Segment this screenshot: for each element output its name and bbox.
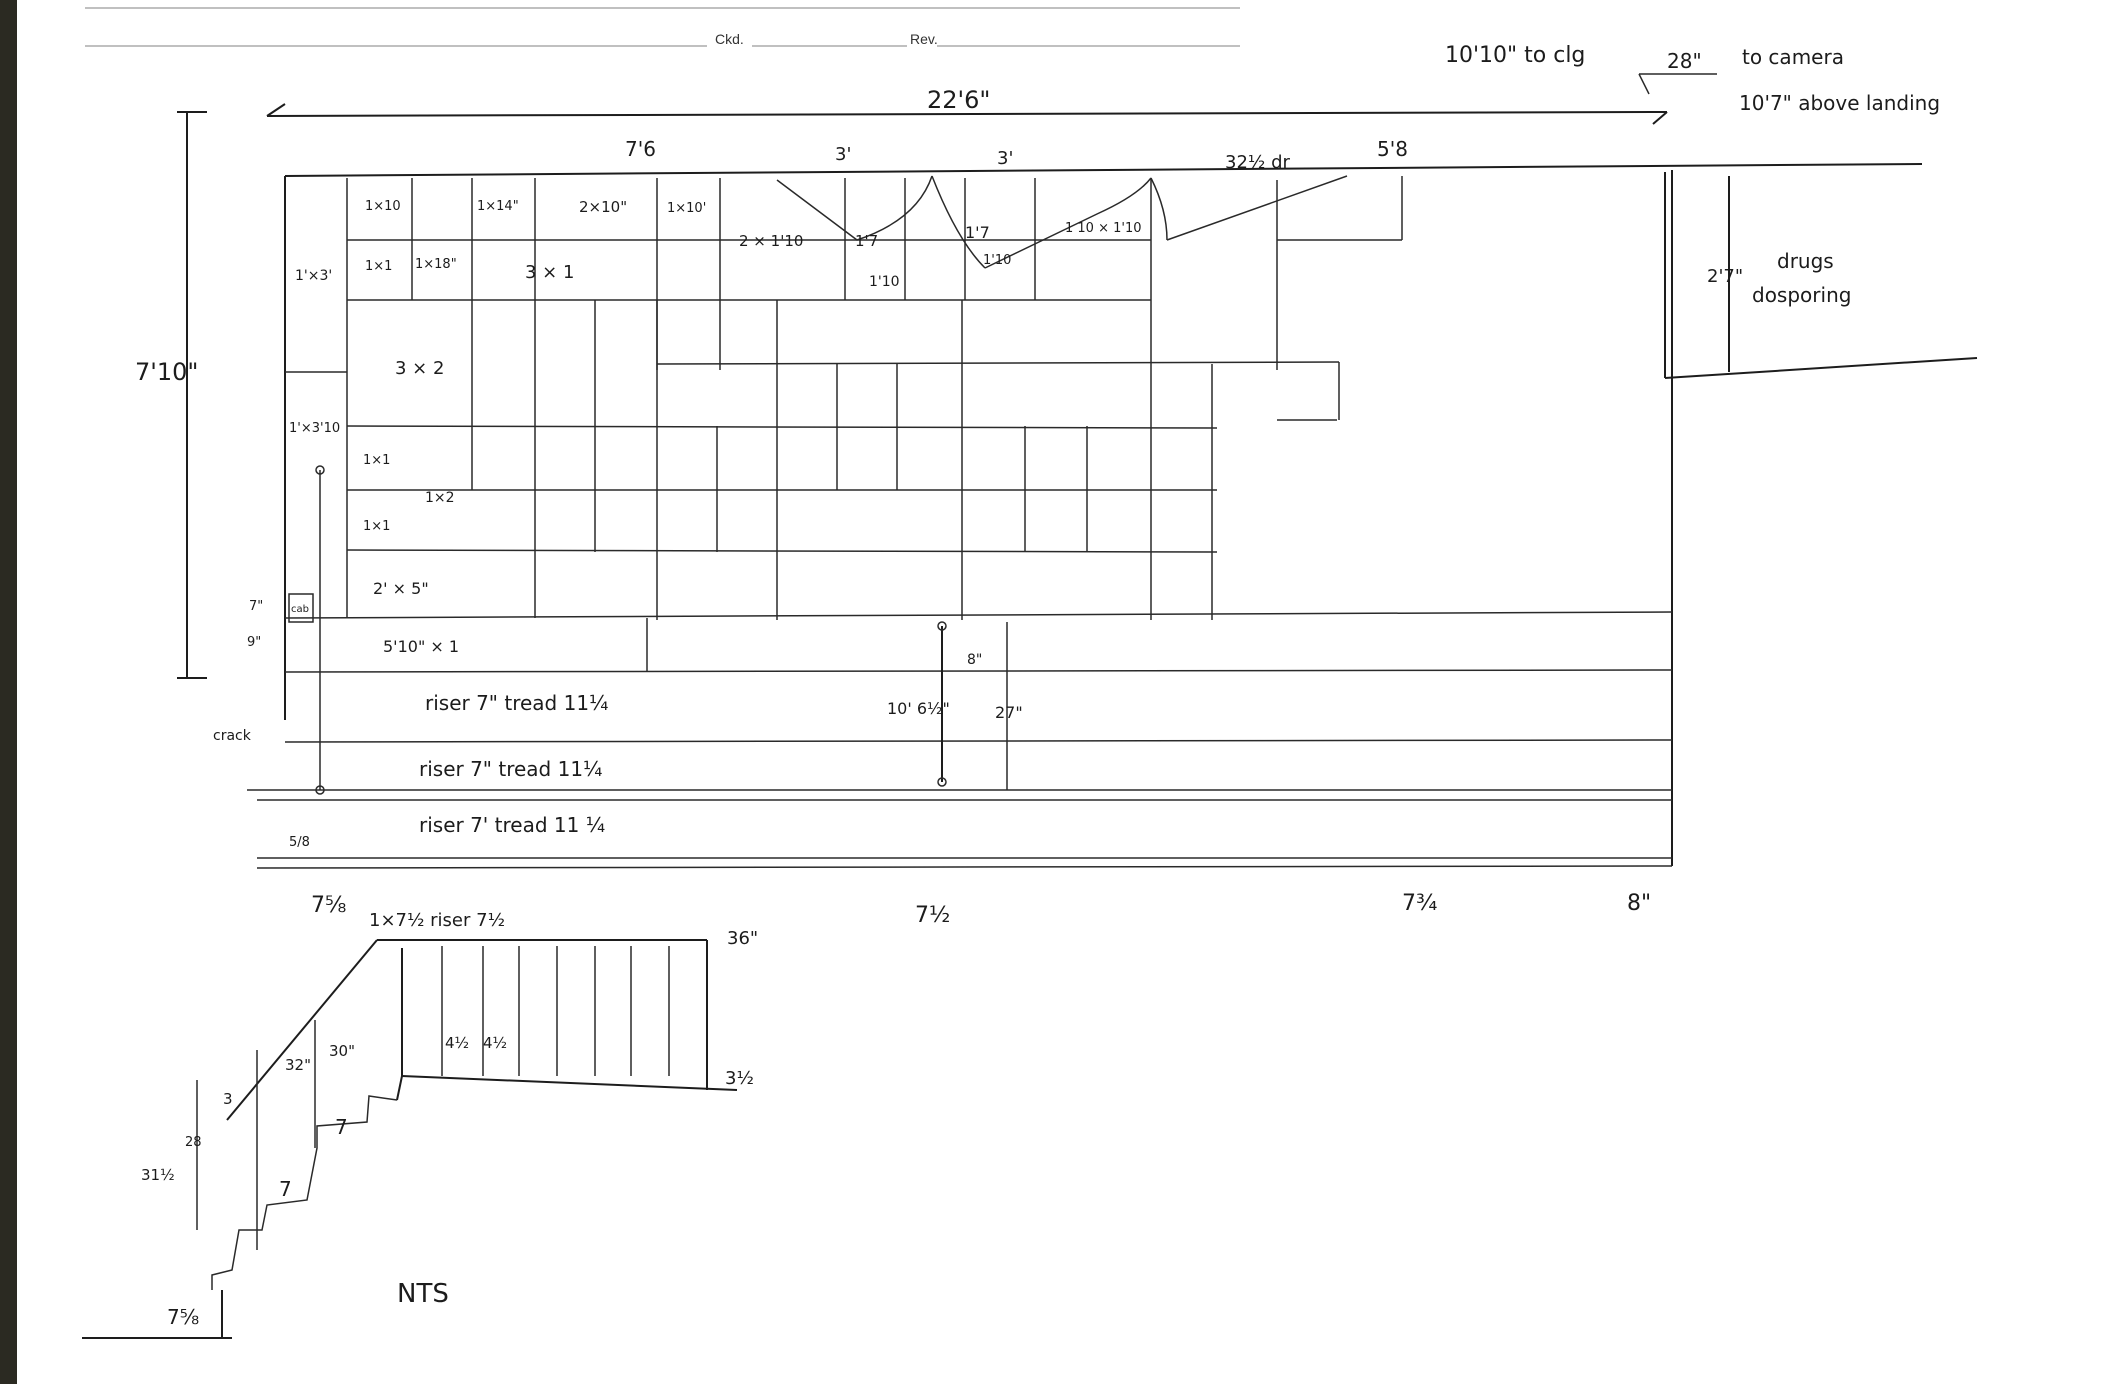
bottom-dim-left: 7⅝ xyxy=(311,893,346,918)
overall-width-dim: 22'6" xyxy=(927,86,990,114)
checked-label: Ckd. xyxy=(715,31,744,47)
railing-detail: 1×7½ riser 7½ 36" 32" 30" 4½ 4½ 3½ 7 7 3… xyxy=(82,910,758,1339)
panel-grid xyxy=(285,175,1403,672)
side-panel: 2'7" drugs dosporing xyxy=(1664,172,1978,379)
stairs: riser 7" tread 11¼ riser 7" tread 11¼ ri… xyxy=(213,465,1651,928)
sketch-canvas: Ckd. Rev. 10'10" to clg 28" to camera 10… xyxy=(82,7,1978,1339)
panel-label: 1×1 xyxy=(363,519,390,534)
ceiling-note: 10'10" to clg xyxy=(1445,43,1585,68)
dim-4-5-a: 4½ xyxy=(445,1034,469,1052)
panel-label: 5'10" × 1 xyxy=(383,637,459,656)
panel-label: 3 × 2 xyxy=(395,358,444,379)
panel-label: 1×1 xyxy=(363,453,390,468)
cab-label: cab xyxy=(291,604,309,615)
crack-note: crack xyxy=(213,728,252,744)
panel-label: 1'×3' xyxy=(295,268,332,284)
step-3: riser 7' tread 11 ¼ xyxy=(419,813,605,837)
panel-label: 1×14" xyxy=(477,199,519,214)
dim-7-6: 7'6 xyxy=(625,137,656,161)
step-b: 7 xyxy=(279,1177,292,1201)
dim-3: 3 xyxy=(223,1090,233,1108)
nts-label: NTS xyxy=(397,1279,449,1309)
wall-outline xyxy=(247,163,1923,869)
dim-5-8: 5'8 xyxy=(1377,137,1408,161)
dim-8: 8" xyxy=(967,652,982,668)
dim-5-8: 5/8 xyxy=(289,835,310,850)
panel-label: 1×2 xyxy=(425,490,455,506)
panel-label: 2' × 5" xyxy=(373,579,429,598)
dim-32: 32" xyxy=(285,1056,311,1074)
panel-label: 1'×3'10 xyxy=(289,421,340,436)
bottom-dim-right-1: 7¾ xyxy=(1402,891,1437,916)
side-note-1: drugs xyxy=(1777,249,1834,273)
dim-30: 30" xyxy=(329,1042,355,1060)
camera-height: 10'7" above landing xyxy=(1739,91,1940,115)
bottom-dim-mid: 7½ xyxy=(915,903,950,928)
step-2: riser 7" tread 11¼ xyxy=(419,757,602,781)
panel-label: 1×10' xyxy=(667,201,706,216)
dim-27: 27" xyxy=(995,703,1023,722)
dim-4-5-b: 4½ xyxy=(483,1034,507,1052)
dim-10-6: 10' 6½" xyxy=(887,699,950,718)
height-dim: 7'10" xyxy=(135,358,198,386)
panel-label: 1'7 xyxy=(855,232,878,250)
panel-label: 1 10 × 1'10 xyxy=(1065,221,1142,236)
panel-label: 3 × 1 xyxy=(525,262,574,283)
panel-label: 1×18" xyxy=(415,257,457,272)
panel-label: 7" xyxy=(249,599,263,614)
detail-label: 1×7½ riser 7½ xyxy=(369,910,505,931)
panel-label: 1×10 xyxy=(365,199,401,214)
step-a: 7 xyxy=(335,1115,348,1139)
dim-3-a: 3' xyxy=(835,144,851,165)
dim-3-5: 3½ xyxy=(725,1068,754,1089)
dim-28: 28 xyxy=(185,1135,202,1150)
panel-label: 2 × 1'10 xyxy=(739,232,803,250)
panel-labels: 1×10 1×14" 2×10" 1×10' 1'×3' 1×1 1×18" 3… xyxy=(247,198,1142,656)
form-header: Ckd. Rev. xyxy=(85,7,1240,47)
panel-label: 2×10" xyxy=(579,198,627,216)
camera-distance: 28" xyxy=(1667,49,1702,73)
panel-label: 1×1 xyxy=(365,259,392,274)
panel-label: 1'7 xyxy=(965,223,990,242)
side-dim: 2'7" xyxy=(1707,266,1743,287)
dim-7-5-8: 7⅝ xyxy=(167,1305,199,1329)
bottom-dim-right-2: 8" xyxy=(1627,891,1651,916)
step-1: riser 7" tread 11¼ xyxy=(425,691,608,715)
dim-3-b: 3' xyxy=(997,148,1013,169)
camera-label: to camera xyxy=(1742,45,1844,69)
side-note-2: dosporing xyxy=(1752,283,1851,307)
panel-label: 1'10 xyxy=(869,274,900,290)
dim-36: 36" xyxy=(727,928,758,949)
revision-label: Rev. xyxy=(910,31,938,47)
panel-label: 9" xyxy=(247,635,261,650)
dim-31-5: 31½ xyxy=(141,1166,175,1184)
drawing-sheet: Ckd. Rev. 10'10" to clg 28" to camera 10… xyxy=(17,0,2102,1384)
panel-label: 1'10 xyxy=(983,253,1011,268)
